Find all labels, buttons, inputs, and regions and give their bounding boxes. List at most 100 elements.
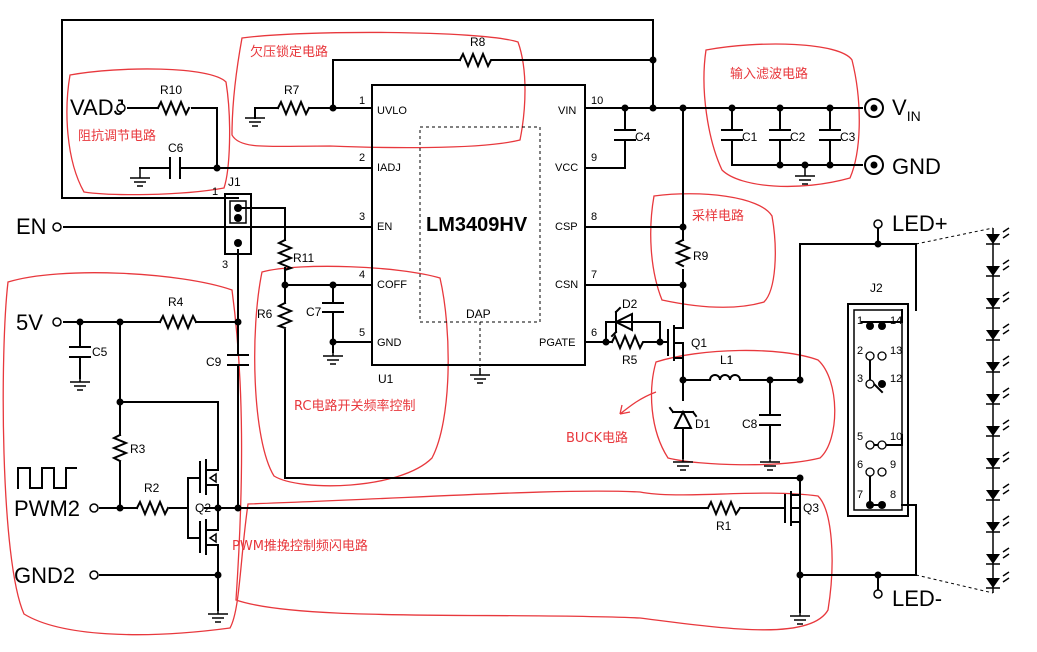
c7-label: C7	[306, 305, 322, 319]
r5	[610, 333, 649, 351]
capacitors: C6 C7 C5 C9 C4 C1 C2 C3 C8	[69, 107, 856, 431]
resistors: R10 R7 R8 R11 R6 R4 R3 R2 R1 R9 R5	[111, 35, 742, 533]
r1	[706, 499, 742, 517]
lm3409hv-chip: LM3409HV DAP U1 UVLO 1 IADJ 2 EN 3 COFF …	[359, 84, 603, 386]
d2: D2	[610, 297, 638, 338]
port-gnd: GND	[892, 154, 941, 179]
j1-label: J1	[228, 175, 241, 189]
j2-connector: J2 1 2 3 5 6 7 14 13 12 10 9 8	[847, 281, 909, 517]
q1-label: Q1	[691, 336, 707, 350]
pin-csp-num: 8	[591, 211, 597, 223]
pin-vin-num: 10	[591, 95, 603, 107]
r6	[276, 301, 294, 330]
c1	[721, 107, 743, 166]
ground-icon	[790, 612, 810, 625]
led-icon	[986, 571, 1010, 589]
j2-label: J2	[870, 281, 883, 295]
led-icon	[986, 355, 1010, 373]
l1-label: L1	[720, 353, 734, 367]
grounds	[70, 117, 815, 625]
pin-uvlo-num: 1	[359, 95, 365, 107]
c6-label: C6	[168, 141, 184, 155]
uvlo-outline	[231, 31, 526, 149]
pin-iadj-name: IADJ	[377, 162, 401, 174]
r4-label: R4	[168, 295, 184, 309]
c5	[69, 346, 91, 358]
r6-label: R6	[257, 307, 273, 321]
c9-label: C9	[206, 355, 222, 369]
led-icon	[986, 451, 1010, 469]
annotation-uvlo: 欠压锁定电路	[250, 44, 328, 60]
c4-label: C4	[635, 130, 651, 144]
pin-csn-num: 7	[591, 269, 597, 281]
annotation-sampling: 采样电路	[692, 208, 744, 224]
ports: VADJ EN 5V PWM2 GND2 VIN GND LED+ LED-	[14, 95, 948, 611]
pin-csn-name: CSN	[555, 279, 578, 291]
led-icon	[986, 483, 1010, 501]
ground-icon	[323, 352, 343, 365]
ground-icon	[208, 610, 228, 623]
ground-icon	[130, 168, 150, 187]
pin-coff-name: COFF	[377, 279, 407, 291]
q1: Q1	[659, 324, 707, 361]
buck-outline	[650, 349, 836, 466]
c4	[614, 129, 636, 141]
led-icon	[986, 515, 1010, 533]
ground-icon	[70, 378, 90, 391]
d1-label: D1	[695, 417, 711, 431]
c5-label: C5	[92, 345, 108, 359]
ground-icon	[245, 117, 265, 127]
led-icon	[986, 547, 1010, 565]
pin-gnd-name: GND	[377, 337, 402, 349]
r2-label: R2	[144, 481, 160, 495]
r7-label: R7	[284, 83, 300, 97]
j2-pin-label: 1	[857, 315, 863, 327]
r8	[458, 51, 498, 69]
pin-gnd-num: 5	[359, 327, 365, 339]
led-icon	[986, 259, 1010, 277]
r10-label: R10	[160, 83, 182, 97]
pin-vcc-num: 9	[591, 152, 597, 164]
c3-label: C3	[840, 130, 856, 144]
c6	[169, 157, 181, 179]
port-en: EN	[16, 214, 47, 239]
d2-label: D2	[622, 297, 638, 311]
ground-icon	[673, 458, 693, 471]
led-icon	[986, 419, 1010, 437]
led-icon	[986, 387, 1010, 405]
pin-pgate-name: PGATE	[539, 337, 575, 349]
j1-pin3-label: 3	[222, 259, 228, 271]
annotation-outlines	[2, 31, 860, 636]
r10	[156, 99, 191, 117]
c3	[819, 107, 841, 166]
pin-coff-num: 4	[359, 269, 365, 281]
r1-label: R1	[716, 519, 732, 533]
r7	[276, 99, 311, 117]
q2: Q2	[187, 459, 219, 555]
r11	[276, 238, 294, 272]
pin-en-name: EN	[377, 221, 392, 233]
impedance-outline	[66, 68, 231, 196]
j2-pin-label: 13	[890, 345, 902, 357]
sampling-outline	[650, 193, 776, 308]
j2-pin-label: 12	[890, 373, 902, 385]
port-pwm2: PWM2	[14, 496, 80, 521]
pwm-waveform-icon	[17, 467, 77, 489]
l1: L1	[708, 353, 746, 382]
j2-pin-label: 2	[857, 345, 863, 357]
d1: D1	[668, 406, 711, 431]
annotation-buck: BUCK电路	[566, 430, 628, 446]
r4	[158, 313, 198, 331]
r3	[111, 433, 129, 463]
j2-pin-label: 10	[890, 431, 902, 443]
j2-pin-label: 5	[857, 431, 863, 443]
c2	[769, 107, 791, 166]
pin-vcc-name: VCC	[555, 162, 578, 174]
r9-label: R9	[693, 249, 709, 263]
pin-en-num: 3	[359, 211, 365, 223]
port-vin: VIN	[892, 95, 921, 124]
pin-csp-name: CSP	[555, 221, 578, 233]
j1-pin1-label: 1	[212, 186, 218, 198]
pin-uvlo-name: UVLO	[377, 105, 407, 117]
led-icon	[986, 291, 1010, 309]
